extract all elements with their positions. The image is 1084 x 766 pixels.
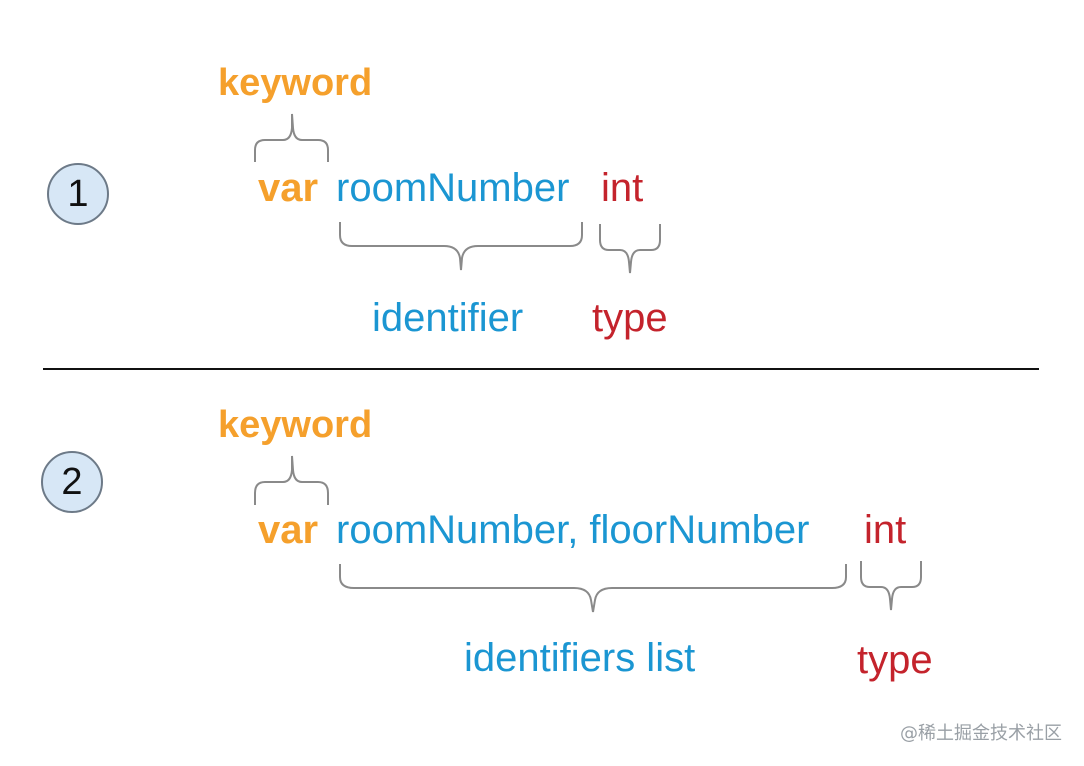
- identifiers-text-2: roomNumber, floorNumber: [336, 508, 810, 552]
- keyword-var-1: var: [258, 166, 319, 210]
- step-badge-1: 1: [47, 163, 109, 225]
- type-brace-1: [599, 224, 661, 274]
- identifier-text-1: roomNumber: [336, 166, 570, 210]
- identifiers-label-2: identifiers list: [464, 636, 696, 680]
- keyword-brace-1: [254, 113, 329, 162]
- step-number-1: 1: [67, 172, 89, 215]
- type-label-1: type: [592, 296, 668, 340]
- type-text-1: int: [601, 166, 644, 210]
- keyword-brace-2: [254, 455, 329, 505]
- type-label-2: type: [857, 638, 933, 682]
- step-number-2: 2: [61, 460, 83, 503]
- keyword-label-2: keyword: [218, 404, 373, 446]
- identifiers-brace-2: [339, 564, 847, 613]
- identifier-brace-1: [339, 222, 583, 271]
- keyword-var-2: var: [258, 508, 319, 552]
- type-brace-2: [860, 561, 922, 611]
- watermark: @稀土掘金技术社区: [900, 723, 1062, 744]
- keyword-label-1: keyword: [218, 62, 373, 104]
- step-badge-2: 2: [41, 451, 103, 513]
- identifier-label-1: identifier: [372, 296, 524, 340]
- type-text-2: int: [864, 508, 907, 552]
